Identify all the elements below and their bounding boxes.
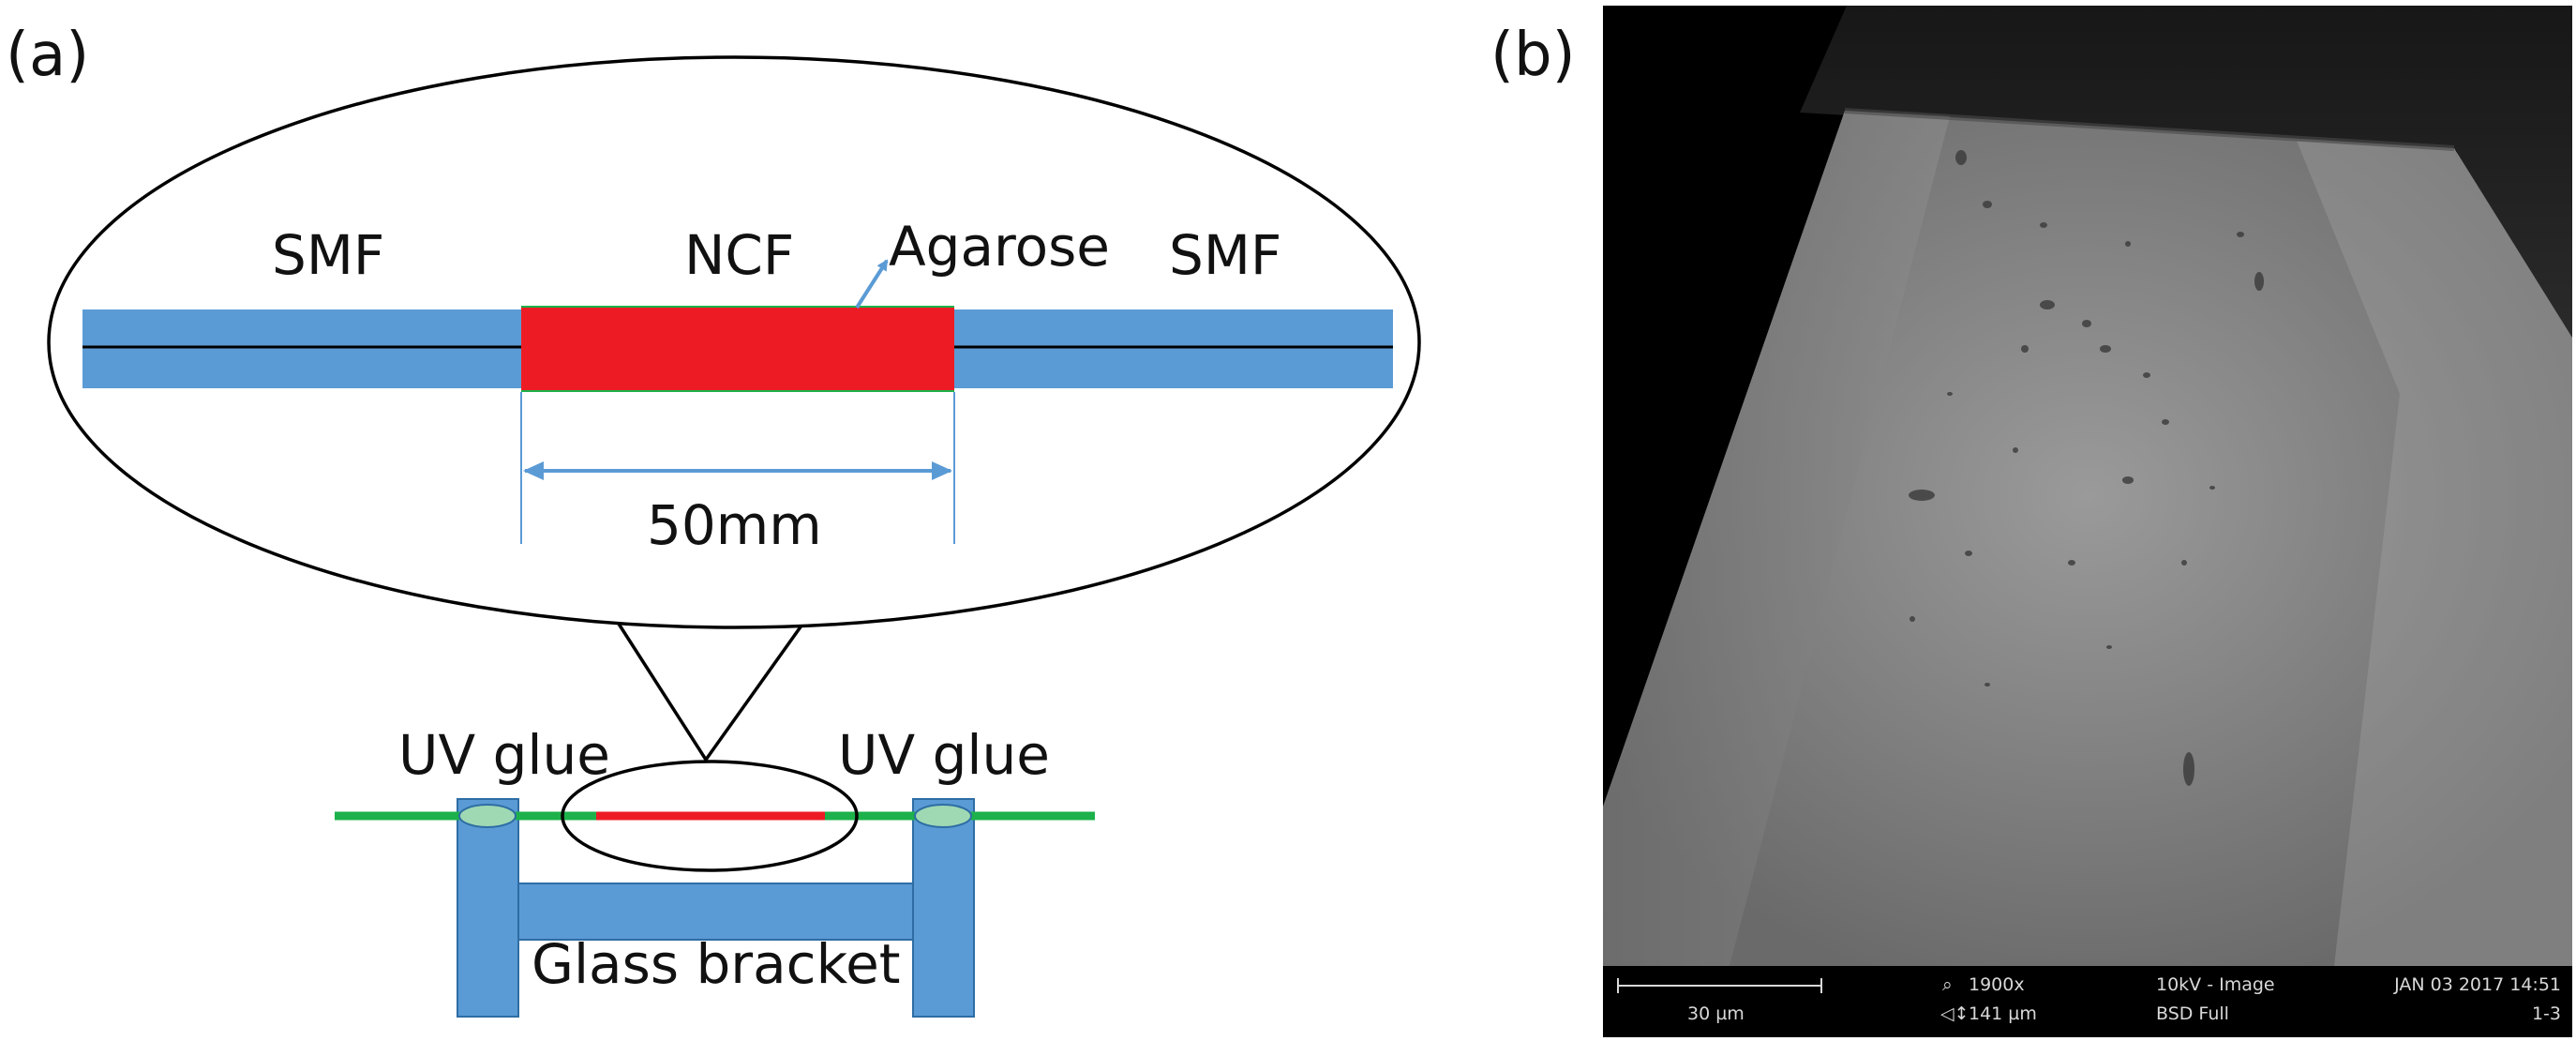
ncf-segment (521, 308, 954, 390)
length-label: 50mm (647, 493, 822, 557)
uv-glue-left (458, 804, 517, 828)
scale-bar-line (1617, 978, 1822, 993)
detector-readout: BSD Full (2156, 1003, 2229, 1024)
panel-a-label: (a) (6, 21, 89, 90)
smf-right-label: SMF (1169, 223, 1281, 287)
length-dimension (520, 392, 955, 544)
glass-bracket-base (517, 883, 914, 941)
uv-glue-right (914, 804, 972, 828)
scale-bar-label: 30 µm (1687, 1003, 1745, 1024)
smf-right-segment (954, 309, 1393, 388)
frame-readout: 1-3 (2532, 1003, 2561, 1024)
fiber-structure (82, 306, 1393, 392)
field-width-icon: ◁↕ (1940, 1003, 1969, 1024)
timestamp-readout: JAN 03 2017 14:51 (2393, 974, 2561, 995)
agarose-pointer-arrow (855, 259, 889, 309)
agarose-label: Agarose (889, 215, 1110, 279)
smf-left-label: SMF (272, 223, 384, 287)
uv-glue-left-label: UV glue (398, 723, 610, 787)
voltage-mode-readout: 10kV - Image (2156, 974, 2275, 995)
smf-left-segment (82, 309, 521, 388)
magnify-region-ellipse (561, 760, 859, 872)
field-width-readout: 141 µm (1969, 1003, 2037, 1024)
bracket-post-left (457, 798, 519, 1018)
magnifier-icon: ⌕ (1942, 974, 1953, 995)
sem-micrograph: 30 µm ⌕ 1900x ◁↕ 141 µm 10kV - Image BSD… (1603, 6, 2572, 1037)
sensor-assembly (335, 760, 1095, 1018)
magnification-readout: 1900x (1969, 974, 2025, 995)
ncf-label: NCF (684, 223, 794, 287)
panel-b-label: (b) (1490, 21, 1576, 90)
bracket-post-right (912, 798, 975, 1018)
uv-glue-right-label: UV glue (838, 723, 1050, 787)
callout-bubble (47, 55, 1421, 763)
glass-bracket-label: Glass bracket (532, 932, 901, 996)
